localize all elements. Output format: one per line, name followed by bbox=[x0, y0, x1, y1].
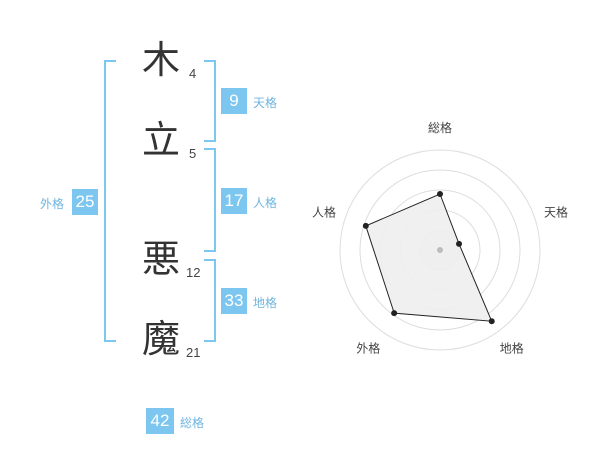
stroke-count-2: 5 bbox=[189, 146, 197, 161]
radar-ring-4 bbox=[359, 169, 521, 331]
stroke-count-4: 21 bbox=[186, 345, 201, 360]
tenkaku-bracket bbox=[204, 60, 216, 142]
gaikaku-label: 外格 bbox=[40, 197, 65, 211]
soukaku-badge: 42 bbox=[146, 408, 174, 434]
chikaku-bracket bbox=[204, 259, 216, 342]
tenkaku-label: 天格 bbox=[253, 96, 278, 110]
radar-polygon bbox=[365, 193, 493, 322]
radar-point-1 bbox=[456, 240, 463, 247]
stroke-count-3: 12 bbox=[186, 265, 201, 280]
name-char-2: 立 bbox=[141, 118, 180, 162]
soukaku-label: 総格 bbox=[180, 416, 205, 430]
chikaku-badge: 33 bbox=[221, 288, 247, 314]
jinkaku-bracket bbox=[204, 148, 216, 252]
name-char-3: 悪 bbox=[141, 237, 180, 281]
radar-center-dot bbox=[437, 247, 443, 253]
stroke-count-1: 4 bbox=[189, 66, 197, 81]
radar-point-2 bbox=[488, 318, 495, 325]
jinkaku-label: 人格 bbox=[253, 196, 278, 210]
radar-point-4 bbox=[362, 222, 369, 229]
gaikaku-badge: 25 bbox=[72, 189, 98, 215]
radar-axis-label-1: 天格 bbox=[544, 204, 568, 219]
radar-axis-label-4: 人格 bbox=[312, 204, 336, 219]
radar-points bbox=[362, 191, 495, 325]
jinkaku-badge: 17 bbox=[221, 188, 247, 214]
radar-axis-label-0: 総格 bbox=[428, 120, 452, 135]
chikaku-label: 地格 bbox=[253, 296, 278, 310]
radar-ring-5 bbox=[339, 149, 541, 351]
radar-point-0 bbox=[437, 191, 443, 197]
name-char-1: 木 bbox=[141, 38, 180, 82]
gaikaku-bracket bbox=[104, 60, 116, 342]
tenkaku-badge: 9 bbox=[221, 88, 247, 114]
radar-axis-label-3: 外格 bbox=[356, 341, 380, 356]
radar-axis-label-2: 地格 bbox=[500, 341, 524, 356]
name-char-4: 魔 bbox=[141, 317, 180, 361]
radar-point-3 bbox=[391, 310, 398, 317]
